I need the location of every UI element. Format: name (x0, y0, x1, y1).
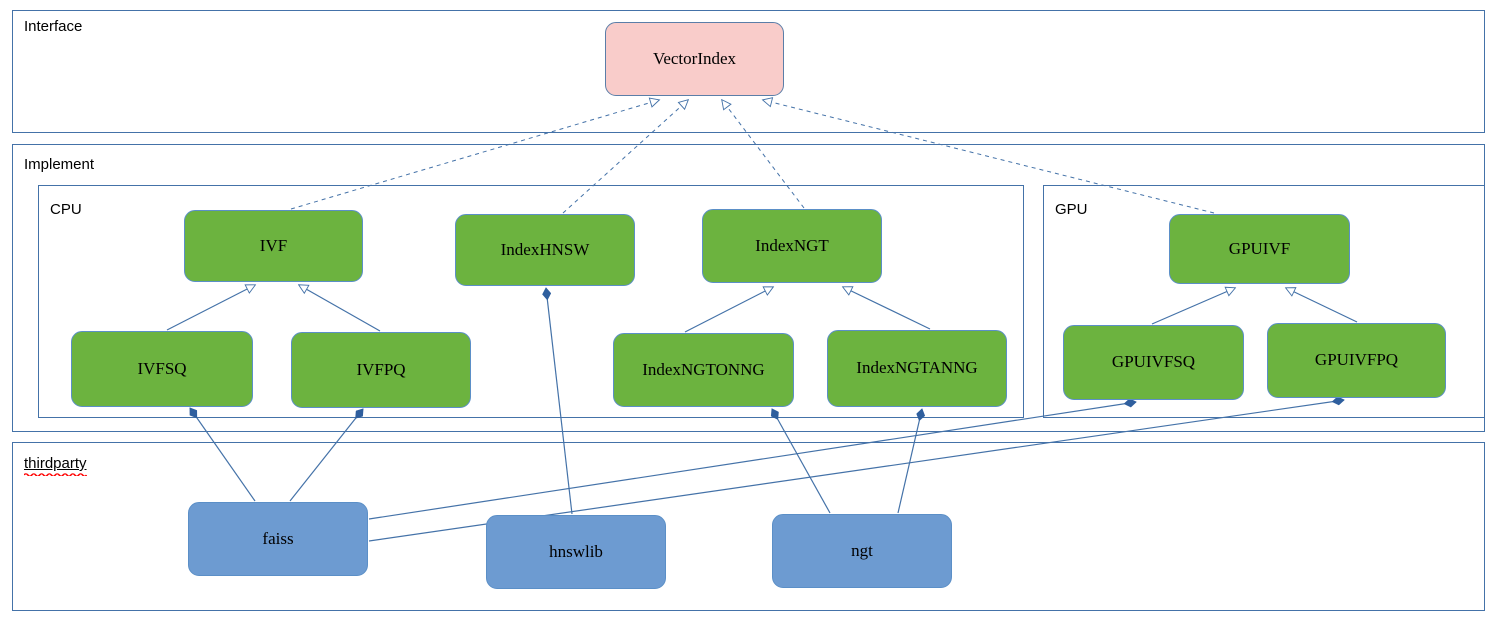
node-ngt[interactable]: ngt (772, 514, 952, 588)
group-label-implement: Implement (24, 156, 95, 173)
node-gpuivfpq[interactable]: GPUIVFPQ (1267, 323, 1446, 398)
group-label-thirdparty: thirdparty (24, 456, 87, 476)
group-label-cpu: CPU (50, 201, 82, 218)
node-indexngtonng[interactable]: IndexNGTONNG (613, 333, 794, 407)
node-ivfsq[interactable]: IVFSQ (71, 331, 253, 407)
group-label-interface: Interface (24, 18, 83, 35)
node-indexhnsw[interactable]: IndexHNSW (455, 214, 635, 286)
group-label-gpu: GPU (1055, 201, 1088, 218)
node-vectorindex[interactable]: VectorIndex (605, 22, 784, 96)
node-gpuivfsq[interactable]: GPUIVFSQ (1063, 325, 1244, 400)
node-ivfpq[interactable]: IVFPQ (291, 332, 471, 408)
node-ivf[interactable]: IVF (184, 210, 363, 282)
node-gpuivf[interactable]: GPUIVF (1169, 214, 1350, 284)
node-hnswlib[interactable]: hnswlib (486, 515, 666, 589)
node-indexngtanng[interactable]: IndexNGTANNG (827, 330, 1007, 407)
node-indexngt[interactable]: IndexNGT (702, 209, 882, 283)
node-faiss[interactable]: faiss (188, 502, 368, 576)
